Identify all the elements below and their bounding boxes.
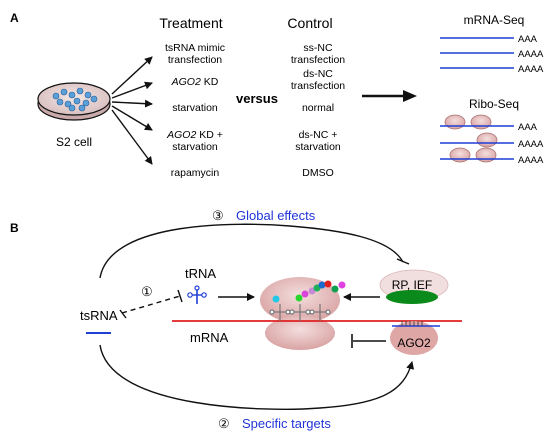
ribosome-trnas: [269, 304, 331, 321]
ribo-seq-tails: AAA AAAA AAAA: [518, 122, 544, 166]
control-row-2-line-1: ds-NC: [303, 68, 333, 80]
ago2-complex: [390, 321, 440, 355]
treatment-row-4-suffix: KD +: [196, 129, 223, 141]
mrna-seq-tail-2: AAAA: [518, 49, 544, 60]
ribo-seq-tail-1: AAA: [518, 122, 538, 133]
global-effects-number: ③: [212, 208, 224, 223]
mrna-seq-title: mRNA-Seq: [464, 13, 525, 27]
trna-label: tRNA: [185, 266, 216, 281]
versus-label: versus: [236, 91, 278, 106]
ribo-seq-ribosomes: [444, 114, 498, 163]
panel-a-label: A: [10, 11, 19, 25]
control-row-2-line-2: transfection: [291, 80, 345, 92]
treatment-row-4-line-2: starvation: [172, 141, 218, 153]
specific-targets-label: Specific targets: [242, 416, 331, 431]
tsrna-label: tsRNA: [80, 308, 118, 323]
ago2-inhibition: [351, 334, 386, 348]
treatment-row-2-gene: AGO2: [171, 76, 201, 88]
treatment-row-1-line-2: transfection: [168, 54, 222, 66]
s2-cell-label: S2 cell: [56, 135, 92, 149]
mrna-seq-tails: AAA AAAA AAAA: [518, 34, 544, 75]
treatment-row-5: rapamycin: [171, 167, 220, 179]
ago2-label: AGO2: [397, 336, 431, 350]
mrna-seq-tail-1: AAA: [518, 34, 538, 45]
specific-targets-arc: [99, 344, 415, 410]
control-row-4-line-2: starvation: [295, 141, 341, 153]
ribo-seq-lines: [440, 125, 514, 160]
cell-dots: [52, 87, 98, 112]
treatment-row-1-line-1: tsRNA mimic: [165, 42, 225, 54]
treatment-row-2: AGO2 KD: [171, 76, 219, 88]
control-column: ss-NC transfection ds-NC transfection no…: [291, 42, 345, 179]
treatment-header: Treatment: [159, 15, 222, 31]
s2-cell-dish: [37, 82, 111, 121]
mrna-seq-lines: [440, 37, 514, 69]
treatment-row-4-gene: AGO2: [166, 129, 196, 141]
control-header: Control: [287, 15, 332, 31]
panel-b-label: B: [10, 221, 19, 235]
control-row-4-line-1: ds-NC +: [299, 129, 338, 141]
global-effects-arc: [99, 223, 410, 279]
specific-targets-number: ②: [218, 416, 230, 431]
nascent-peptide: [272, 280, 346, 303]
step-one-inhibition: [119, 289, 183, 319]
fan-arrows: [111, 56, 153, 165]
treatment-row-3: starvation: [172, 102, 218, 114]
control-row-1-line-1: ss-NC: [303, 42, 333, 54]
mrna-label: mRNA: [190, 330, 229, 345]
control-row-3: normal: [302, 102, 334, 114]
control-row-1-line-2: transfection: [291, 54, 345, 66]
ribo-seq-tail-2: AAAA: [518, 139, 544, 150]
rp-ief-complex: [379, 269, 449, 304]
step-one-number: ①: [141, 284, 153, 299]
ribo-seq-title: Ribo-Seq: [469, 97, 519, 111]
treatment-row-2-suffix: KD: [201, 76, 219, 88]
control-row-5: DMSO: [302, 167, 334, 179]
global-effects-label: Global effects: [236, 208, 316, 223]
ribo-seq-tail-3: AAAA: [518, 155, 544, 166]
treatment-column: tsRNA mimic transfection AGO2 KD starvat…: [165, 42, 225, 179]
seq-arrow: [362, 90, 417, 102]
rp-ief-label: RP, IEF: [392, 278, 432, 292]
trna-icon: [187, 285, 207, 304]
mrna-seq-tail-3: AAAA: [518, 64, 544, 75]
treatment-row-4-line-1: AGO2 KD +: [166, 129, 223, 141]
